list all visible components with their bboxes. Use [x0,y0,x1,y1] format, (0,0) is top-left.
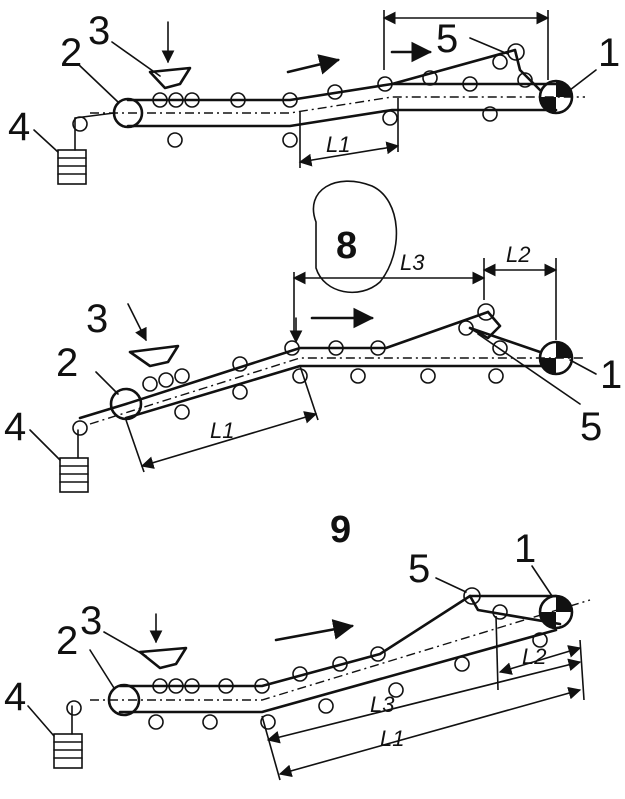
figure-label-9: 9 [330,509,351,551]
dimension-l1-middle [125,365,319,473]
part-label-weight-1: 4 [8,105,30,149]
part-label-hopper-3: 3 [80,599,102,643]
label-l2-middle: L2 [506,242,530,267]
part-label-hopper-2: 3 [86,297,108,341]
leader-drive-2 [569,359,597,375]
leader-tripper-1 [469,37,509,55]
part-label-tripper-1: 5 [436,17,458,61]
tail-pulley-3 [107,683,141,717]
flow-arrow-1 [286,54,341,75]
feed-arrow-2 [127,303,147,342]
part-label-weight-2: 4 [4,405,26,449]
feed-hopper-2 [128,344,180,368]
part-label-tripper-3: 5 [408,547,430,591]
leader-tail-2 [95,371,119,395]
belt-centerline [90,96,585,114]
label-l1-top: L1 [326,132,350,157]
conveyor-layout-1: L1 1 2 3 4 5 [8,9,620,185]
label-l2-bottom: L2 [522,644,546,669]
leader-tripper-3 [435,577,467,593]
leader-tail-3 [89,649,115,689]
feed-hopper-3 [138,646,188,670]
tripper-belt-3 [468,594,562,626]
part-label-drive-3: 1 [514,527,536,571]
leader-tail-1 [77,63,119,103]
part-label-tail-2: 2 [56,341,78,385]
feed-hopper [148,66,192,90]
leader-weight-1 [33,129,59,153]
part-label-tripper-2: 5 [580,405,602,449]
label-l3-bottom: L3 [370,692,395,717]
leader-hopper-1 [111,41,161,77]
part-label-weight-3: 4 [4,675,26,719]
leader-hopper-3 [103,631,147,657]
label-l1-bottom: L1 [380,726,404,751]
idler-rollers [72,43,533,148]
counterweight [57,149,87,185]
belt-upper-run [126,82,558,102]
part-label-tail-3: 2 [56,619,78,663]
leader-weight-3 [27,705,55,737]
leader-drive-1 [569,69,597,91]
leader-weight-2 [29,429,61,461]
dimension-l1-top [298,98,400,168]
drive-pulley [538,79,574,115]
belt-return-run [126,108,558,128]
label-l3-middle: L3 [400,250,425,275]
flow-arrow-4 [274,619,355,642]
part-label-hopper-1: 3 [88,9,110,53]
dimension-l1-l2-l3-bottom [261,615,585,781]
part-label-tail-1: 2 [60,31,82,75]
drive-pulley-3 [538,594,574,630]
idler-rollers-3 [66,587,548,730]
part-label-drive-2: 1 [600,353,622,397]
figure-label-8: 8 [336,225,357,267]
figure-8-circle-mark [312,180,398,294]
leader-drive-3 [531,565,553,597]
tripper-belt-2 [468,310,542,354]
leader-tripper-2 [477,333,581,405]
conveyor-layout-3: 9 [4,509,591,781]
label-l1-middle: L1 [210,418,234,443]
tail-pulley-2 [109,387,143,421]
part-label-drive-1: 1 [598,31,620,75]
belt-upper-run-3 [118,594,558,688]
conveyor-layout-2: 8 [4,180,622,493]
counterweight-2 [59,457,89,493]
belt-return-run-2 [124,364,552,420]
belt-centerline-3 [90,599,591,701]
dimension-l3-l2-middle [292,258,558,340]
dimension-tripper-top [382,10,550,80]
counterweight-3 [53,733,83,769]
drive-pulley-2 [538,340,574,376]
